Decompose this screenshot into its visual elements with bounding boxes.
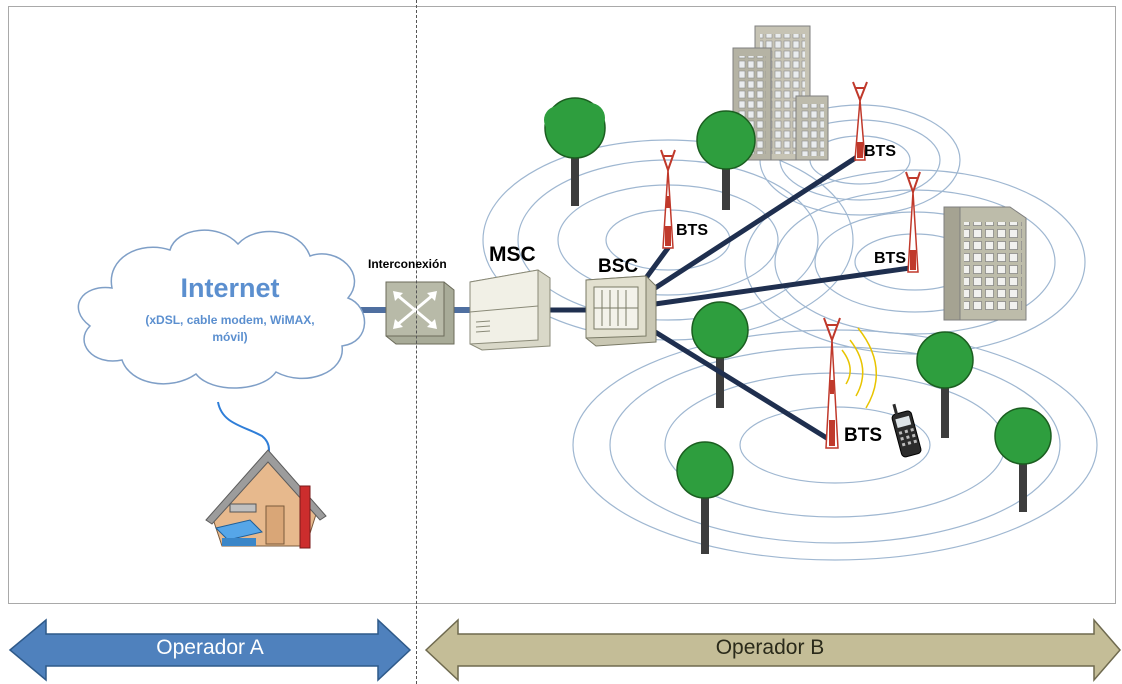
interconnection-label: Interconexión — [368, 257, 447, 271]
tower-icon-1 — [660, 149, 676, 249]
msc-label: MSC — [489, 243, 536, 266]
tree-icon-5 — [994, 407, 1052, 512]
operator-b-label: Operador B — [715, 636, 825, 659]
radio-waves-icon — [841, 327, 877, 409]
operator-divider-line — [416, 0, 417, 684]
bts-label: BTS — [864, 143, 896, 160]
bsc-icon — [585, 275, 657, 347]
tree-icon-1 — [544, 97, 606, 206]
link-lines — [543, 152, 913, 443]
switch-icon — [385, 281, 455, 345]
diagram-frame — [8, 6, 1116, 604]
internet-subtitle: (xDSL, cable modem, WiMAX, móvil) — [145, 313, 315, 344]
tree-icon-2 — [696, 110, 756, 210]
coverage-rings-bottom — [572, 329, 1098, 561]
internet-title: Internet — [180, 273, 280, 303]
tree-icon-6 — [676, 441, 734, 554]
bts-label: BTS — [676, 222, 708, 239]
building-right-icon — [943, 206, 1027, 321]
msc-icon — [469, 269, 551, 351]
tree-icon-3 — [691, 301, 749, 408]
tower-icon-2 — [852, 81, 868, 161]
house-icon — [205, 449, 327, 549]
tree-icon-4 — [916, 331, 974, 438]
cloud-connection-cable — [217, 401, 270, 463]
bts-label: BTS — [844, 425, 882, 446]
operator-b-arrow — [424, 617, 1121, 683]
bsc-label: BSC — [598, 256, 639, 277]
operator-a-label: Operador A — [156, 636, 264, 659]
mobile-phone-icon — [891, 403, 922, 458]
tower-icon-4 — [823, 317, 841, 449]
internet-cloud-icon — [77, 229, 366, 389]
bts-label: BTS — [874, 250, 906, 267]
tower-icon-3 — [905, 171, 921, 273]
operator-a-arrow — [8, 618, 412, 682]
